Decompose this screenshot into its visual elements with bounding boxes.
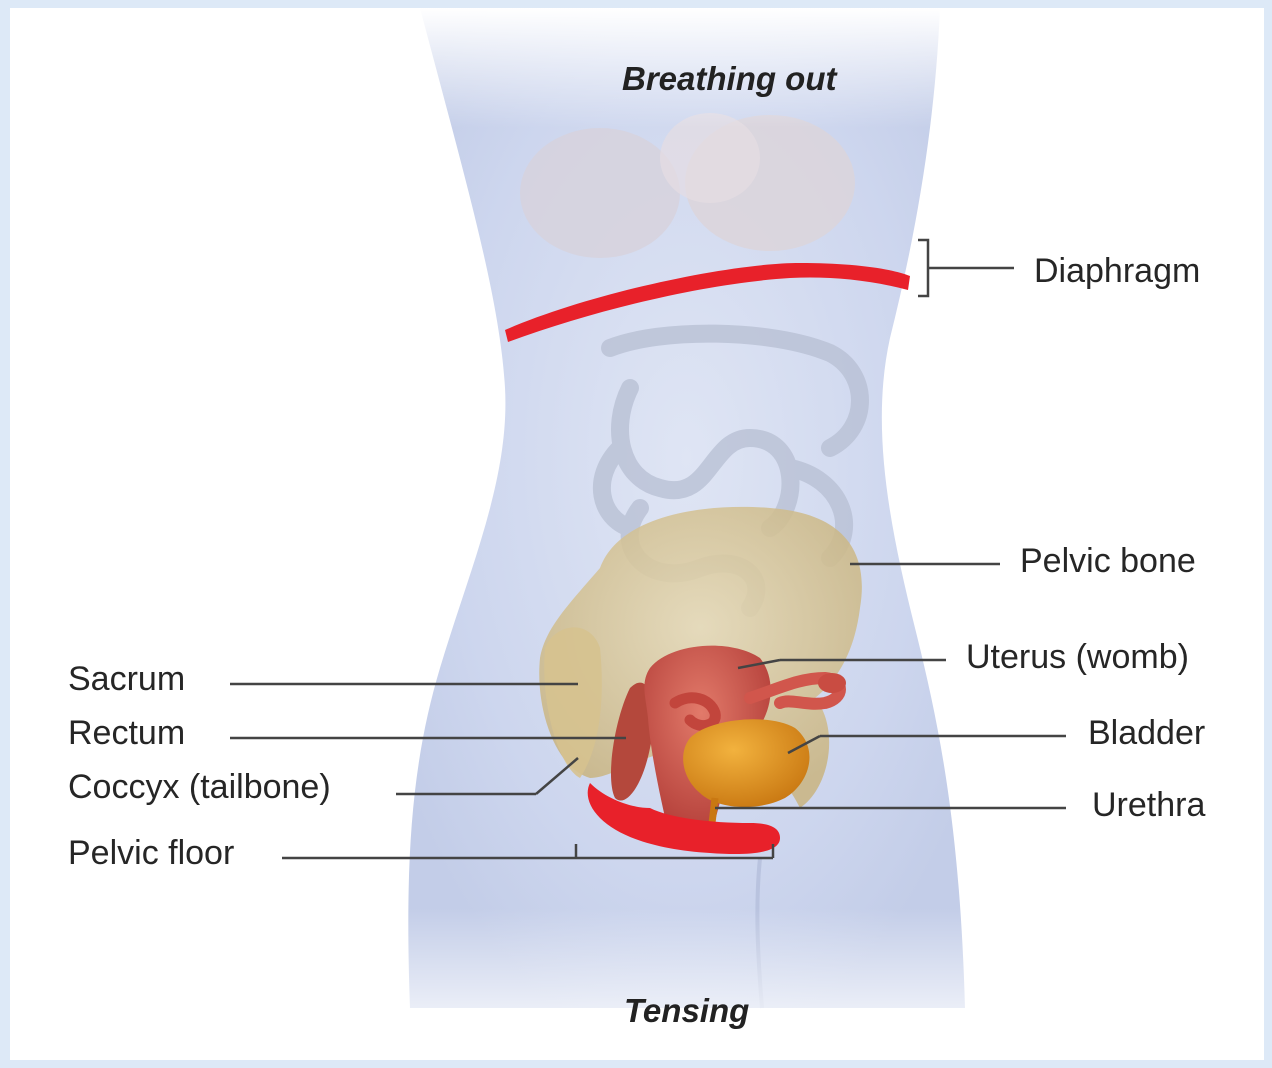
- anatomy-illustration: [10, 8, 1264, 1060]
- label-rectum: Rectum: [68, 714, 185, 753]
- label-coccyx: Coccyx (tailbone): [68, 768, 331, 807]
- bladder: [683, 719, 809, 807]
- label-uterus: Uterus (womb): [966, 638, 1189, 677]
- label-pelvic-bone: Pelvic bone: [1020, 542, 1196, 581]
- diagram-frame: Breathing out Tensing Diaphragm Pelvic b…: [10, 8, 1264, 1060]
- label-urethra: Urethra: [1092, 786, 1205, 825]
- breast-left: [520, 128, 680, 258]
- label-pelvic-floor: Pelvic floor: [68, 834, 234, 873]
- label-diaphragm: Diaphragm: [1034, 252, 1200, 291]
- top-caption: Breathing out: [622, 60, 836, 98]
- label-sacrum: Sacrum: [68, 660, 185, 699]
- bottom-caption: Tensing: [624, 992, 749, 1030]
- diaphragm-bracket: [918, 240, 928, 296]
- label-bladder: Bladder: [1088, 714, 1205, 753]
- ovary: [818, 673, 846, 693]
